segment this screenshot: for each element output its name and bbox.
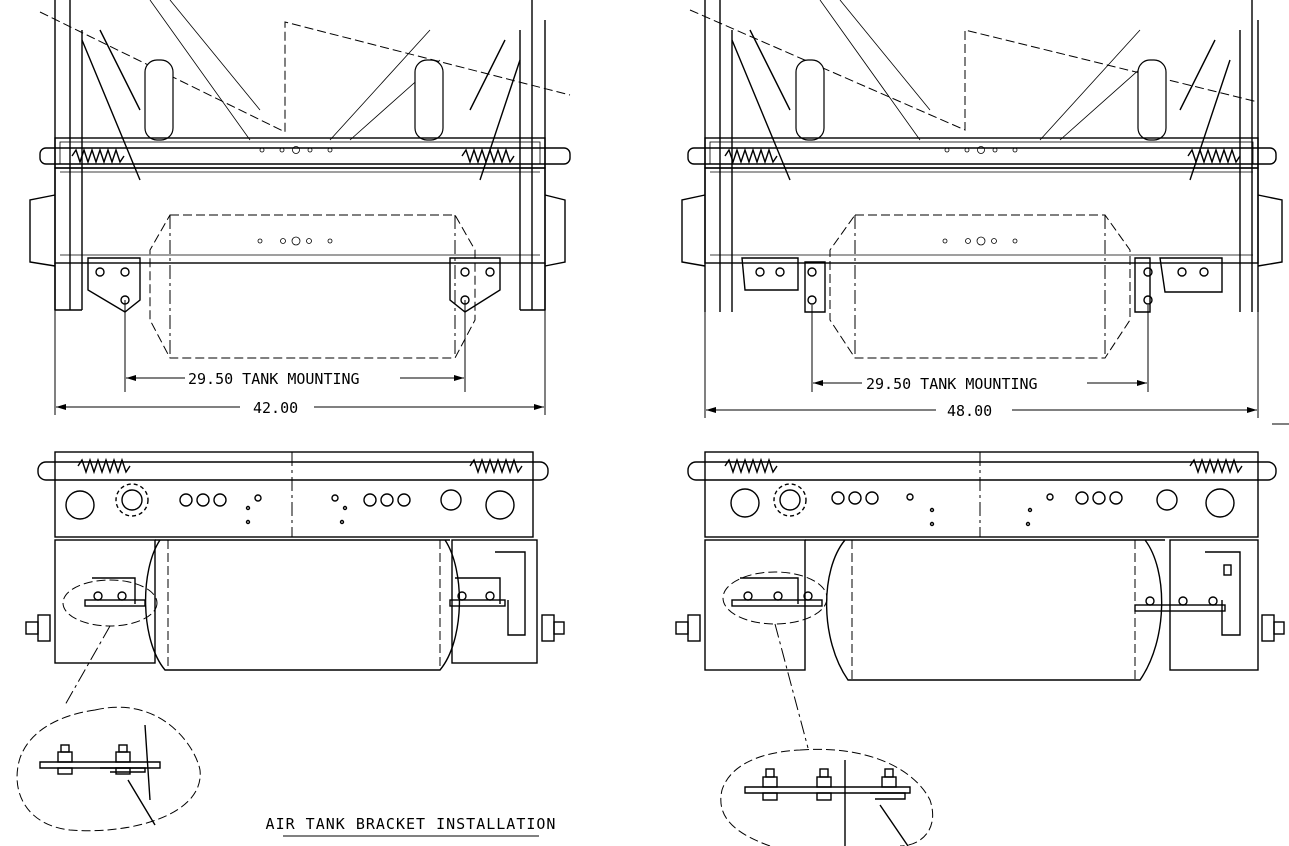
right-overall-width-dimension: 48.00 [947,402,992,420]
right-top-view [681,0,1283,359]
right-tank-mounting-dimension: 29.50 TANK MOUNTING [866,375,1038,393]
right-dimensions: 29.50 TANK MOUNTING 48.00 [704,305,1289,425]
right-front-view [675,451,1285,749]
drawing-title-text: AIR TANK BRACKET INSTALLATION [266,815,557,833]
left-overall-width-dimension: 42.00 [253,399,298,417]
left-top-view [29,0,571,359]
left-front-view [25,451,565,706]
left-tank-mounting-dimension: 29.50 TANK MOUNTING [188,370,360,388]
drawing-title: AIR TANK BRACKET INSTALLATION [266,815,557,837]
left-dimensions: 29.50 TANK MOUNTING 42.00 [54,300,546,417]
right-detail-view [720,748,934,846]
left-detail-view [16,706,201,832]
